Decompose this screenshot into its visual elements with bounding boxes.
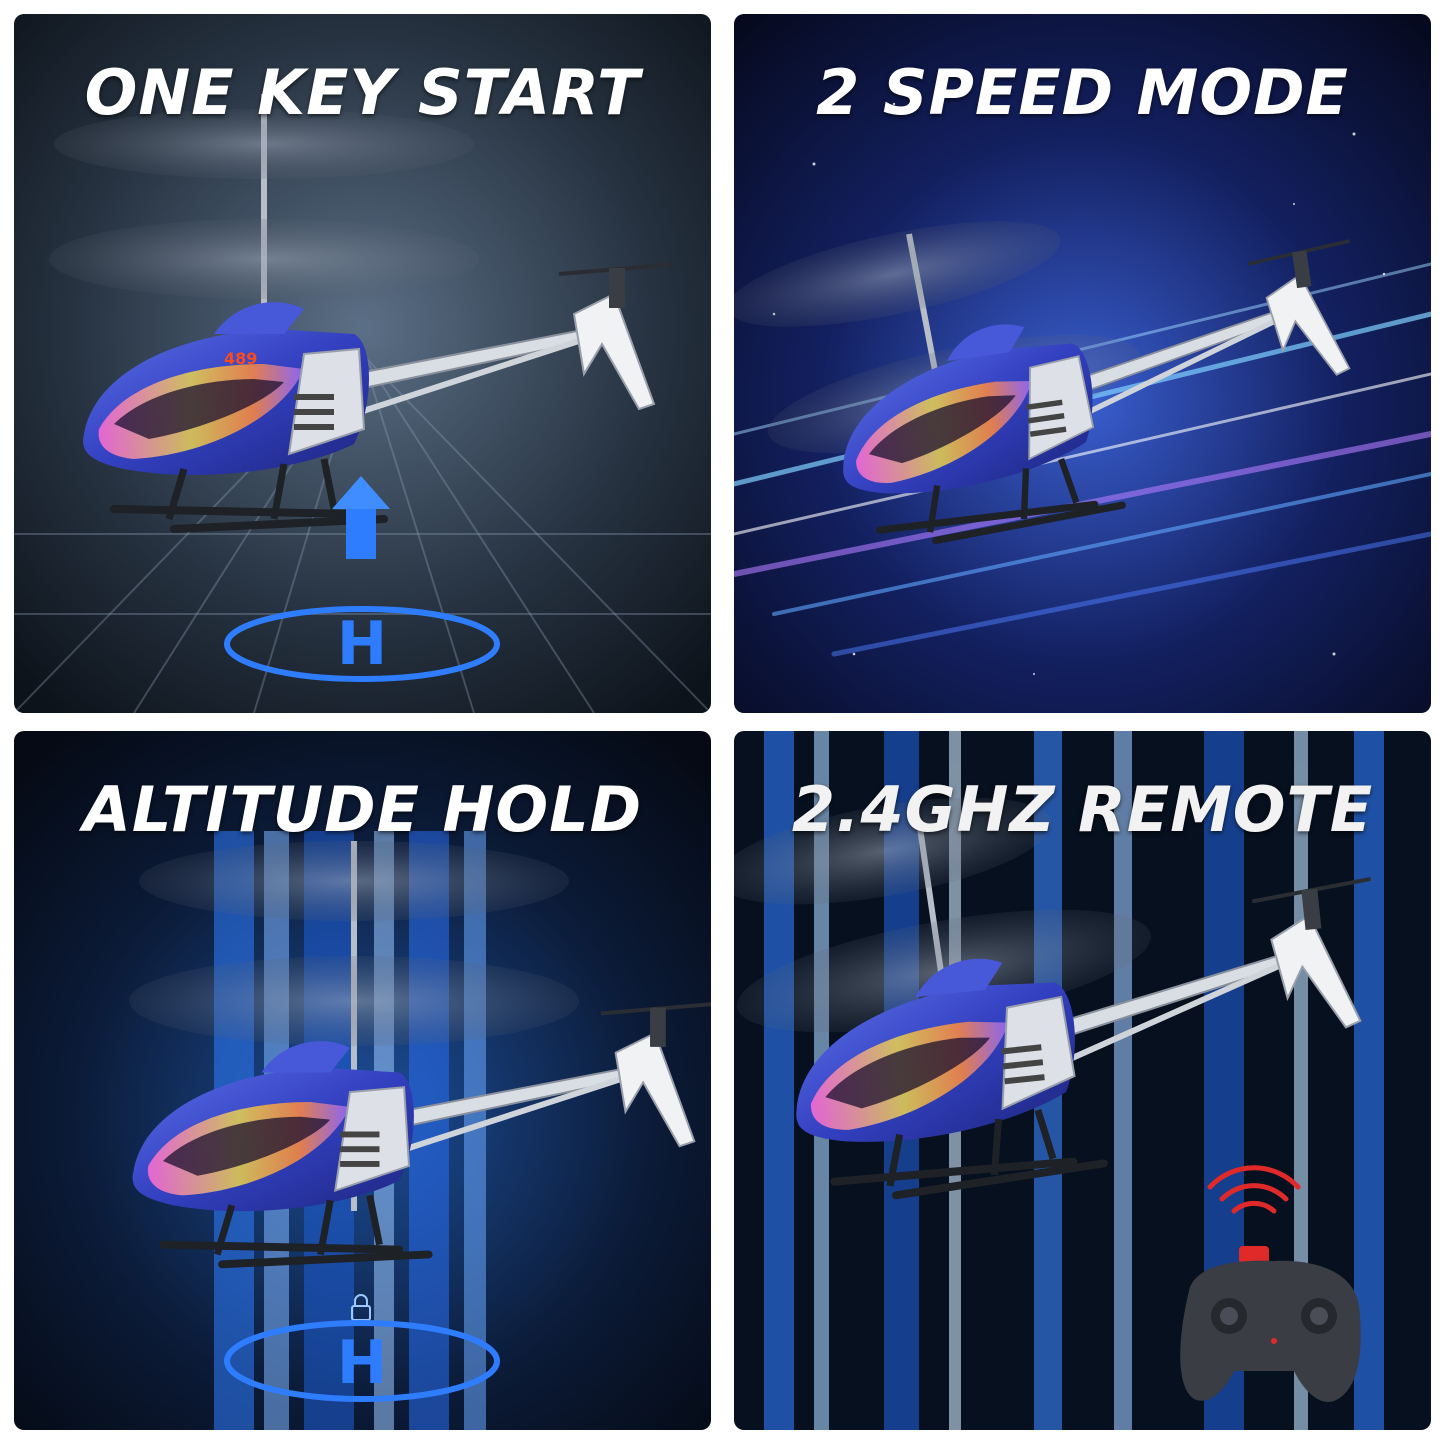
helipad-letter: H — [337, 609, 387, 679]
up-arrow-icon — [332, 476, 390, 559]
panel-title: ALTITUDE HOLD — [82, 773, 643, 846]
signal-waves-icon — [1207, 1165, 1301, 1214]
helipad-icon: H — [224, 606, 500, 682]
panel-title: 2.4GHZ REMOTE — [791, 773, 1374, 846]
panel-title: ONE KEY START — [84, 56, 641, 129]
rotor-blur — [54, 109, 474, 179]
panel-speed-mode: 2 SPEED MODE — [734, 14, 1431, 713]
remote-illustration — [734, 731, 1431, 1430]
panel-remote: 2.4GHZ REMOTE — [734, 731, 1431, 1430]
helipad-letter: H — [337, 1328, 387, 1398]
altitude-hold-illustration: H — [14, 731, 711, 1430]
panel-altitude-hold: H ALTITUDE HOLD — [14, 731, 711, 1430]
one-key-start-illustration: 489 H — [14, 14, 711, 713]
model-number: 489 — [224, 349, 257, 368]
lock-icon — [351, 1294, 371, 1321]
speed-mode-illustration — [734, 14, 1431, 713]
helipad-icon: H — [224, 1320, 500, 1402]
panel-title: 2 SPEED MODE — [816, 56, 1349, 129]
remote-controller-icon — [1180, 1246, 1361, 1402]
panel-one-key-start: 489 H ONE KEY START — [14, 14, 711, 713]
